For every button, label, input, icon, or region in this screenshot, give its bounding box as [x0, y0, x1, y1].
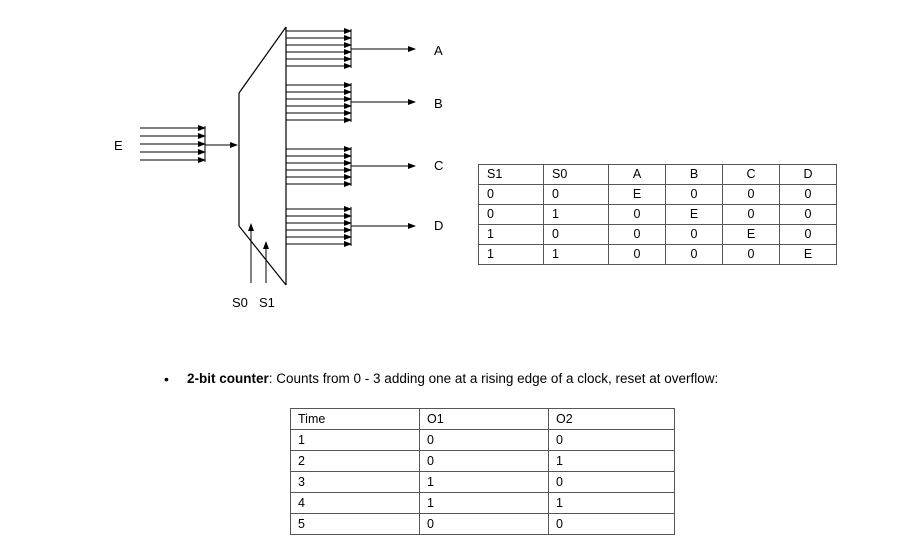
table-cell: 0	[478, 204, 544, 225]
table-cell: 2	[290, 450, 420, 472]
header-cell: D	[779, 164, 837, 185]
table-cell: 0	[665, 224, 723, 245]
input-bus	[140, 125, 206, 163]
counter-description: 2-bit counter: Counts from 0 - 3 adding …	[187, 371, 718, 386]
output-bus-c	[286, 146, 416, 187]
table-row: 1 1 0 0 0 E	[478, 244, 837, 265]
table-cell: E	[722, 224, 780, 245]
table-cell: 0	[548, 429, 675, 451]
table-cell: 0	[779, 224, 837, 245]
table-cell: 0	[779, 204, 837, 225]
output-bus-d	[286, 206, 416, 247]
select-label-s1: S1	[259, 295, 275, 310]
header-cell: Time	[290, 408, 420, 430]
table-cell: 0	[419, 429, 549, 451]
select-lines	[248, 223, 269, 283]
table-header-row: S1 S0 A B C D	[478, 164, 837, 185]
table-cell: 1	[548, 492, 675, 514]
input-label-e: E	[114, 138, 123, 153]
truth-table: S1 S0 A B C D 0 0 E 0 0 0 0 1 0 E 0 0 1 …	[478, 164, 837, 265]
table-cell: E	[779, 244, 837, 265]
table-cell: E	[608, 184, 666, 205]
table-cell: 1	[419, 492, 549, 514]
output-bus-b	[286, 82, 416, 123]
table-cell: 0	[665, 244, 723, 265]
table-cell: 0	[543, 184, 609, 205]
counter-table: Time O1 O2 1 0 0 2 0 1 3 1 0 4 1 1 5 0 0	[290, 408, 675, 535]
output-label-a: A	[434, 43, 443, 58]
table-cell: 1	[419, 471, 549, 493]
header-cell: S0	[543, 164, 609, 185]
output-bus-a	[286, 28, 416, 69]
header-cell: O2	[548, 408, 675, 430]
table-cell: 0	[543, 224, 609, 245]
header-cell: O1	[419, 408, 549, 430]
table-cell: 1	[478, 244, 544, 265]
table-cell: 5	[290, 513, 420, 535]
bullet-point: •	[164, 371, 169, 387]
table-cell: 0	[419, 450, 549, 472]
table-cell: 1	[548, 450, 675, 472]
demux-body	[238, 26, 287, 286]
table-cell: 0	[548, 471, 675, 493]
table-cell: 1	[290, 429, 420, 451]
table-row: 1 0 0 0 E 0	[478, 224, 837, 245]
counter-text: : Counts from 0 - 3 adding one at a risi…	[268, 371, 719, 386]
table-cell: 0	[779, 184, 837, 205]
table-cell: 0	[722, 204, 780, 225]
counter-title: 2-bit counter	[187, 371, 269, 386]
table-cell: 1	[543, 244, 609, 265]
table-row: 3 1 0	[290, 471, 675, 493]
table-cell: 1	[478, 224, 544, 245]
table-row: 5 0 0	[290, 513, 675, 535]
table-cell: 0	[478, 184, 544, 205]
table-cell: 0	[419, 513, 549, 535]
header-cell: A	[608, 164, 666, 185]
table-row: 0 0 E 0 0 0	[478, 184, 837, 205]
output-label-b: B	[434, 96, 443, 111]
table-cell: 0	[548, 513, 675, 535]
table-header-row: Time O1 O2	[290, 408, 675, 430]
table-row: 2 0 1	[290, 450, 675, 472]
table-cell: 0	[722, 244, 780, 265]
table-row: 1 0 0	[290, 429, 675, 451]
table-row: 0 1 0 E 0 0	[478, 204, 837, 225]
table-cell: 0	[608, 224, 666, 245]
table-cell: 0	[608, 244, 666, 265]
table-cell: 4	[290, 492, 420, 514]
header-cell: C	[722, 164, 780, 185]
output-label-d: D	[434, 218, 444, 233]
table-cell: 0	[608, 204, 666, 225]
header-cell: S1	[478, 164, 544, 185]
output-label-c: C	[434, 158, 444, 173]
table-cell: 0	[722, 184, 780, 205]
table-cell: 1	[543, 204, 609, 225]
header-cell: B	[665, 164, 723, 185]
select-label-s0: S0	[232, 295, 248, 310]
table-row: 4 1 1	[290, 492, 675, 514]
table-cell: E	[665, 204, 723, 225]
table-cell: 3	[290, 471, 420, 493]
table-cell: 0	[665, 184, 723, 205]
